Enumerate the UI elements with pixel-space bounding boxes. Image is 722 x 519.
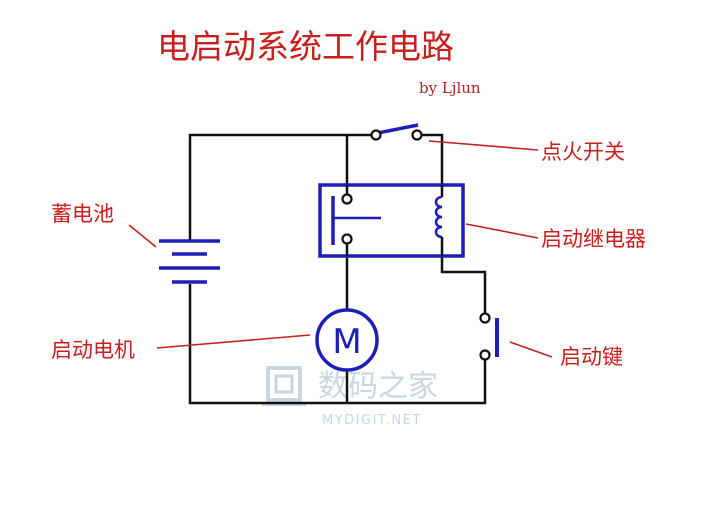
- motor-symbol-letter: M: [332, 322, 361, 362]
- label-ignition-switch: 点火开关: [541, 140, 625, 164]
- label-starter-motor: 启动电机: [51, 338, 135, 362]
- watermark-name: 数码之家: [318, 369, 438, 404]
- leader-starter-motor: [156, 334, 311, 349]
- label-battery: 蓄电池: [51, 202, 114, 226]
- leader-battery: [128, 224, 157, 248]
- wire-switch-to-coil: [417, 133, 444, 185]
- wire-coil-to-key: [440, 256, 487, 317]
- watermark: 数码之家 MYDIGIT.NET: [262, 366, 438, 428]
- wire-top-left: [188, 133, 377, 240]
- ignition-switch-symbol: [370, 123, 423, 141]
- wire-bottom-rail: [188, 284, 487, 405]
- label-start-key: 启动键: [560, 345, 623, 369]
- leader-starter-relay: [465, 223, 539, 239]
- watermark-url: MYDIGIT.NET: [322, 413, 422, 428]
- starter-relay-symbol: [318, 183, 465, 258]
- start-key-symbol: [479, 312, 499, 361]
- battery-symbol: [159, 239, 220, 284]
- leader-ignition-switch: [428, 140, 539, 151]
- starter-motor-symbol: M: [315, 308, 379, 372]
- author-credit: by Ljlun: [419, 79, 481, 97]
- label-starter-relay: 启动继电器: [541, 227, 646, 251]
- watermark-logo-icon: [262, 366, 306, 406]
- leader-start-key: [509, 341, 553, 358]
- diagram-title: 电启动系统工作电路: [157, 27, 454, 66]
- leader-lines: [128, 140, 553, 358]
